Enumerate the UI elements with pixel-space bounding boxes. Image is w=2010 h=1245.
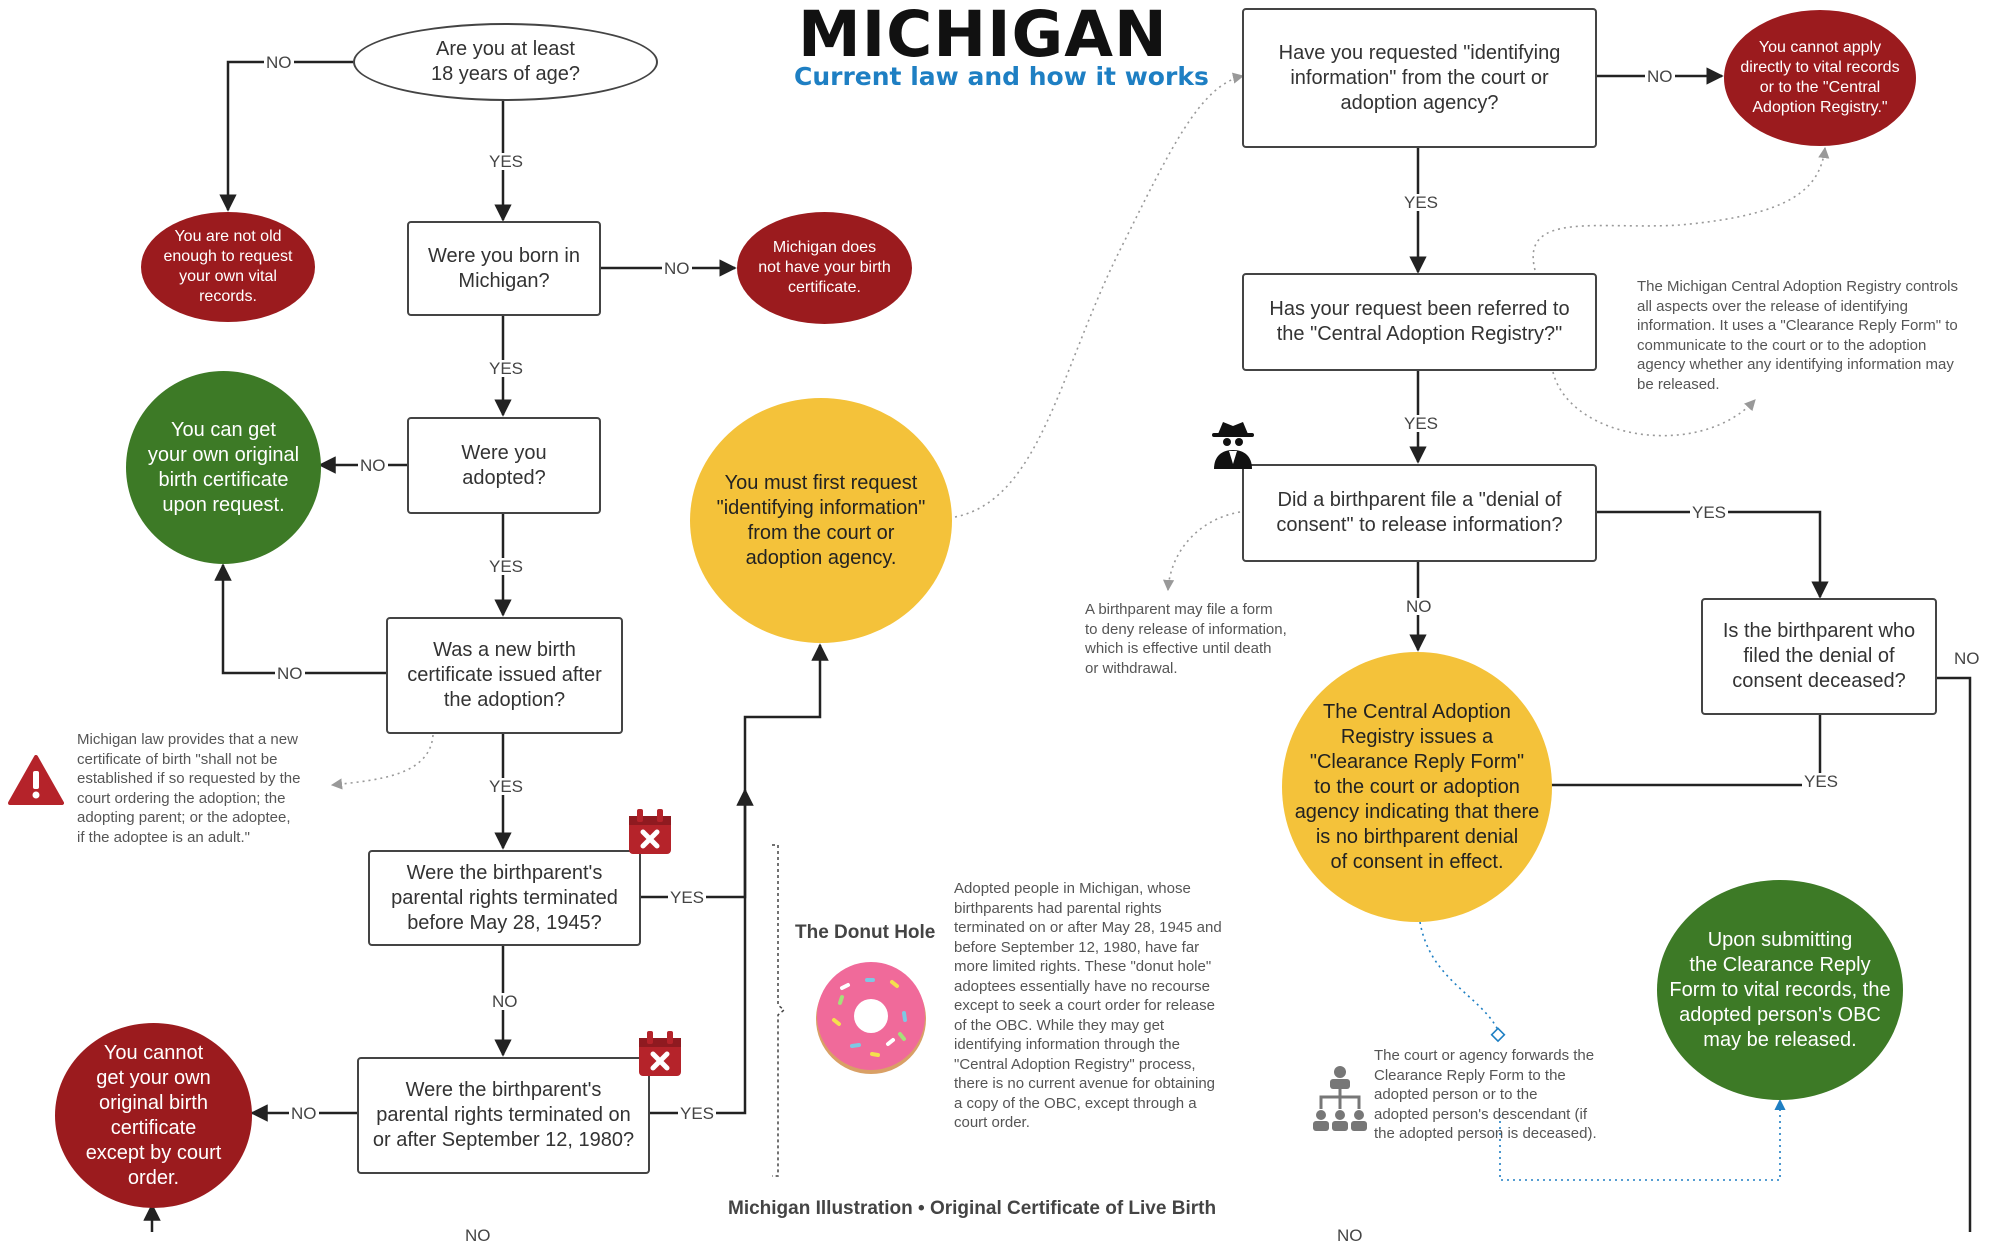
edge-label-yes: YES: [1402, 193, 1441, 212]
question-new-certificate: Was a new birth certificate issued after…: [386, 617, 623, 734]
question-requested-info: Have you requested "identifying informat…: [1242, 8, 1597, 148]
dotted-link-request: [954, 72, 1245, 518]
registry-note: The Michigan Central Adoption Registry c…: [1637, 278, 1958, 393]
page-title: MICHIGAN: [798, 0, 1168, 71]
law-note: Michigan law provides that a new certifi…: [77, 731, 301, 846]
edge-denial-yes: [1596, 510, 1829, 599]
edge-label-yes: YES: [487, 359, 526, 378]
end-not-old-enough: You are not old enough to request your o…: [141, 212, 315, 322]
donut-icon: [816, 962, 926, 1074]
question-birthparent-deceased: Is the birthparent who filed the denial …: [1701, 598, 1937, 715]
donut-hole-note: Adopted people in Michigan, whose birthp…: [954, 880, 1222, 1131]
denial-note: A birthparent may file a form to deny re…: [1085, 601, 1287, 677]
donut-bracket: [772, 844, 786, 1177]
edge-deceased-no: [143, 676, 1972, 1232]
step-request-identifying-info: You must first request "identifying info…: [690, 398, 952, 643]
page-subtitle: Current law and how it works: [794, 62, 1209, 91]
step-clearance-reply-form: The Central Adoption Registry issues a "…: [1282, 652, 1552, 922]
end-get-own-obc: You can get your own original birth cert…: [126, 371, 321, 564]
edge-label-yes: YES: [1802, 772, 1841, 791]
footer-caption: Michigan Illustration • Original Certifi…: [728, 1198, 1217, 1219]
question-adopted: Were you adopted?: [407, 417, 601, 514]
edge-label-yes: YES: [487, 557, 526, 576]
edge-label-yes: YES: [1402, 414, 1441, 433]
edge-age-no: [219, 60, 353, 212]
edge-label-yes: YES: [1690, 503, 1729, 522]
question-referred-registry: Has your request been referred to the "C…: [1242, 273, 1597, 371]
spy-icon: [1212, 422, 1254, 469]
edge-label-no: NO: [1335, 1226, 1365, 1245]
edge-label-yes: YES: [487, 777, 526, 796]
edge-label-no: NO: [463, 1226, 493, 1245]
edge-label-no: NO: [264, 53, 294, 72]
edge-newcert-no: [214, 563, 386, 675]
question-born-michigan: Were you born in Michigan?: [407, 221, 601, 316]
calendar-x-icon: [629, 809, 671, 854]
question-after-1980: Were the birthparent's parental rights t…: [357, 1057, 650, 1174]
end-court-order: You cannot get your own original birth c…: [55, 1023, 252, 1208]
question-age: Are you at least 18 years of age?: [353, 23, 658, 101]
edge-label-no: NO: [289, 1104, 319, 1123]
edge-label-no: NO: [275, 664, 305, 683]
end-cannot-apply: You cannot apply directly to vital recor…: [1724, 10, 1916, 146]
edge-label-yes: YES: [668, 888, 707, 907]
dotted-link-registry: [1532, 146, 1830, 271]
dotted-link-law: [330, 734, 434, 790]
edge-label-no: NO: [662, 259, 692, 278]
question-denial-of-consent: Did a birthparent file a "denial of cons…: [1242, 464, 1597, 562]
dotted-link-denial: [1162, 511, 1241, 592]
warning-icon: [8, 755, 64, 805]
edge-label-yes: YES: [487, 152, 526, 171]
edge-deceased-yes: [1533, 715, 1822, 794]
end-no-birth-certificate: Michigan does not have your birth certif…: [737, 212, 912, 324]
edge-label-no: NO: [1645, 67, 1675, 86]
diamond-marker: [1490, 1027, 1506, 1043]
org-chart-icon: [1313, 1066, 1367, 1131]
forward-note: The court or agency forwards the Clearan…: [1374, 1047, 1597, 1142]
question-before-1945: Were the birthparent's parental rights t…: [368, 850, 641, 946]
edge-label-no: NO: [358, 456, 388, 475]
donut-hole-title: The Donut Hole: [795, 922, 936, 943]
dotted-link-forward: [1419, 921, 1499, 1031]
edge-label-no: NO: [490, 992, 520, 1011]
end-obc-released: Upon submitting the Clearance Reply Form…: [1657, 880, 1903, 1100]
edge-label-yes: YES: [678, 1104, 717, 1123]
edge-label-no: NO: [1952, 649, 1982, 668]
calendar-x-icon: [639, 1031, 681, 1076]
dotted-link-released: [1499, 1098, 1786, 1181]
edge-label-no: NO: [1404, 597, 1434, 616]
